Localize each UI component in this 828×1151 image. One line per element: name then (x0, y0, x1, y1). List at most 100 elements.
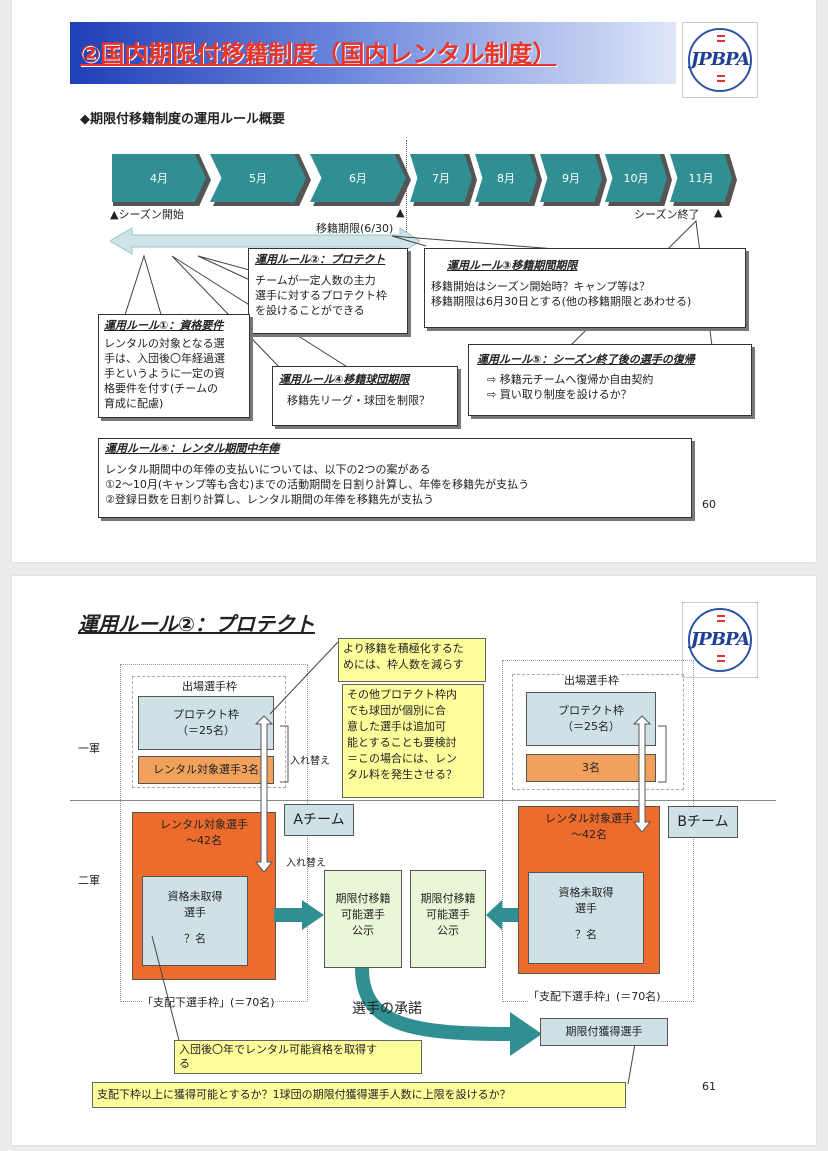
note-line: ＝この場合には、レン (347, 752, 457, 765)
slide-title: 運用ルール②：プロテクト (78, 612, 315, 636)
note-line: 能とすることも要検討 (347, 736, 457, 749)
rule4-line: 移籍先リーグ・球団を制限？ (287, 394, 430, 407)
unqualified-count-b: ？名 (575, 928, 597, 941)
rental-big-label-b: レンタル対象選手 (545, 812, 633, 825)
note-acquisition-limit: 支配下枠以上に獲得可能とするか？1球団の期限付獲得選手人数に上限を設けるか？ (92, 1082, 626, 1108)
title-bar (70, 22, 676, 84)
period-arrow (110, 227, 420, 255)
logo-text: JPBPA (690, 629, 750, 650)
unqualified-label-b: 資格未取得 (558, 886, 614, 899)
unqualified-label-b2: 選手 (575, 902, 597, 915)
rule5-title: 運用ルール⑤：シーズン終了後の選手の復帰 (477, 353, 695, 366)
month-sep: 9月 (540, 154, 602, 202)
month-may: 5月 (210, 154, 306, 202)
rule4-title: 運用ルール④移籍球団期限 (279, 373, 410, 386)
swap-label-1: 入れ替え (290, 756, 330, 767)
rule5-line: ⇨ 移籍元チームへ復帰か自由契約 (487, 373, 654, 386)
deadline-marker: ▲ (396, 206, 405, 219)
second-team-label: 二軍 (78, 874, 100, 887)
month-aug: 8月 (475, 154, 537, 202)
jpbpa-logo: JPBPA (682, 22, 758, 98)
logo-text: JPBPA (690, 49, 750, 70)
note-line: その他プロテクト枠内 (347, 688, 457, 701)
jpbpa-logo: JPBPA (682, 602, 758, 678)
rule2-title: 運用ルール②：プロテクト (255, 253, 386, 266)
listing-label-a3: 公示 (352, 924, 374, 937)
swap-label-2: 入れ替え (286, 858, 326, 869)
season-start-label: ▲シーズン開始 (110, 208, 184, 221)
rule3-line: 移籍開始はシーズン開始時？キャンプ等は？ (431, 280, 651, 293)
flow-arrows (151, 641, 667, 1085)
rule3-line: 移籍期限は6月30日とする(他の移籍期限とあわせる) (431, 295, 692, 308)
rule5-box: 運用ルール⑤：シーズン終了後の選手の復帰 ⇨ 移籍元チームへ復帰か自由契約 ⇨ … (468, 344, 752, 416)
rule2-line: 選手に対するプロテクト枠 (255, 289, 387, 302)
note-line: 意した選手は追加可 (347, 720, 446, 733)
note-line: 入団後〇年でレンタル可能資格を取得す (179, 1043, 377, 1056)
note-reduce-slots: より移籍を積極化するた めには、枠人数を減らす (338, 638, 486, 682)
active-roster-label-a: 出場選手枠 (182, 680, 237, 693)
note-line: より移籍を積極化するた (343, 642, 464, 655)
rule1-title: 運用ルール①：資格要件 (104, 319, 224, 332)
rule1-line: 育成に配慮) (104, 397, 164, 410)
page-number: 61 (702, 1080, 716, 1093)
rule1-box: 運用ルール①：資格要件 レンタルの対象となる選 手は、入団後〇年経過選 手という… (98, 314, 250, 418)
note-years-qualification: 入団後〇年でレンタル可能資格を取得す る (174, 1040, 422, 1074)
rental-big-count-a: ～42名 (186, 834, 222, 847)
month-jun: 6月 (310, 154, 406, 202)
note-additional-protect: その他プロテクト枠内 でも球団が個別に合 意した選手は追加可 能とすることも要検… (342, 684, 484, 798)
active-roster-label-b: 出場選手枠 (564, 672, 619, 688)
protect-box-b: プロテクト枠 （＝25名） (526, 692, 656, 746)
protect-count-a: （＝25名） (177, 724, 235, 737)
unqualified-box-a: 資格未取得 選手 ？名 (142, 876, 248, 966)
season-end-label: シーズン終了 (634, 208, 700, 221)
month-nov: 11月 (670, 154, 732, 202)
rental-small-b: 3名 (526, 754, 656, 782)
subtitle: ◆期限付移籍制度の運用ルール概要 (80, 112, 285, 127)
slide-61: 運用ルール②：プロテクト JPBPA 一軍 二軍 出場選手枠 プロテクト枠 （＝… (12, 576, 816, 1145)
rule3-title: 運用ルール③移籍期間期限 (447, 259, 578, 272)
rule1-line: レンタルの対象となる選 (104, 337, 225, 350)
rule6-line: ①2～10月(キャンプ等も含む)までの活動期間を日割り計算し、年俸を移籍先が支払… (105, 478, 530, 491)
rule1-line: 手は、入団後〇年経過選 (104, 352, 225, 365)
transfer-deadline-label: 移籍期限(6/30) (316, 222, 394, 235)
rental-big-label-a: レンタル対象選手 (160, 818, 248, 831)
first-team-label: 一軍 (78, 742, 100, 755)
consent-label: 選手の承諾 (352, 1001, 422, 1017)
rule1-line: 格要件を付す(チームの (104, 382, 218, 395)
note-line: めには、枠人数を減らす (343, 658, 464, 671)
rule3-box: 運用ルール③移籍期間期限 移籍開始はシーズン開始時？キャンプ等は？ 移籍期限は6… (424, 248, 746, 328)
listing-box-b: 期限付移籍 可能選手 公示 (410, 870, 486, 968)
note-line: タル料を発生させる？ (347, 768, 457, 781)
unqualified-box-b: 資格未取得 選手 ？名 (528, 872, 644, 964)
active-roster-frame-a (132, 676, 286, 788)
rule6-line: レンタル期間中の年俸の支払いについては、以下の2つの案がある (105, 463, 431, 476)
rule6-line: ②登録日数を日割り計算し、レンタル期間の年俸を移籍先が支払う (105, 493, 434, 506)
listing-label-a2: 可能選手 (341, 908, 385, 921)
note-line: る (179, 1057, 190, 1070)
listing-box-a: 期限付移籍 可能選手 公示 (324, 870, 402, 968)
month-apr: 4月 (112, 154, 206, 202)
rule1-line: 手というように一定の資 (104, 367, 225, 380)
listing-label-a: 期限付移籍 (335, 892, 391, 905)
note-line: でも球団が個別に合 (347, 704, 446, 717)
team-divider (70, 800, 776, 801)
team-a-label: Aチーム (284, 804, 354, 836)
rule5-line: ⇨ 買い取り制度を設けるか？ (487, 388, 632, 401)
team-b-label: Bチーム (668, 806, 738, 838)
listing-label-b3: 公示 (437, 924, 459, 937)
unqualified-label-a2: 選手 (184, 906, 206, 919)
rental-big-count-b: ～42名 (571, 828, 607, 841)
protect-label-b: プロテクト枠 (558, 704, 624, 717)
month-oct: 10月 (605, 154, 667, 202)
unqualified-count-a: ？名 (184, 932, 206, 945)
protect-label-a: プロテクト枠 (173, 708, 239, 721)
rule6-box: 運用ルール⑥：レンタル期間中年俸 レンタル期間中の年俸の支払いについては、以下の… (98, 438, 692, 518)
month-jul: 7月 (410, 154, 472, 202)
season-end-marker: ▲ (714, 206, 723, 219)
listing-label-b: 期限付移籍 (420, 892, 476, 905)
deadline-divider (406, 140, 407, 246)
protect-box-a: プロテクト枠 （＝25名） (138, 696, 274, 750)
slide-title: ②国内期限付移籍制度（国内レンタル制度） (80, 40, 557, 68)
page-number: 60 (702, 498, 716, 511)
rental-small-a: レンタル対象選手3名 (138, 756, 274, 784)
